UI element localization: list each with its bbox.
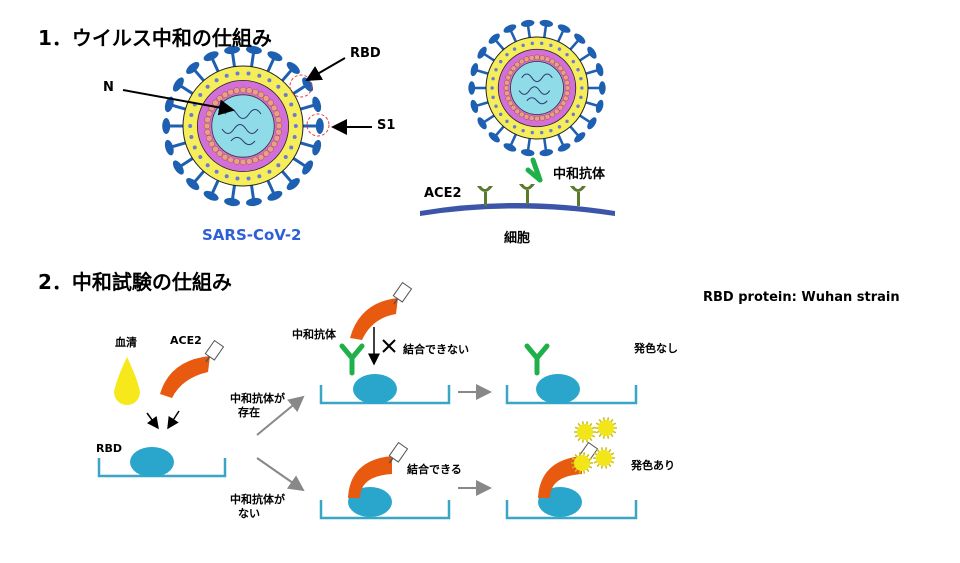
label-serum: 血清 [115, 336, 137, 349]
label-ace2-reagent: ACE2 [170, 334, 202, 347]
ace2-reagent [350, 281, 413, 340]
neutralizing-antibody [339, 343, 365, 376]
well-no-color [505, 385, 638, 405]
serum-arrow [146, 412, 159, 430]
color-signal-burst [571, 417, 617, 474]
label-neutralizing-antibody: 中和抗体 [553, 167, 606, 182]
branch-arrow-present [256, 395, 305, 436]
ace2-receptor [519, 184, 535, 204]
label-can-bind: 結合できる [407, 463, 462, 476]
label-antibody-well: 中和抗体 [292, 328, 336, 341]
antibody-absent-line2: ない [238, 507, 260, 520]
ace2-receptor [570, 186, 586, 206]
well-color [505, 500, 638, 520]
virus-particle-small [468, 19, 606, 157]
rbd-protein [353, 374, 397, 404]
ace2-reagent [160, 339, 225, 398]
rbd-highlight [289, 74, 313, 98]
label-s1: S1 [377, 118, 396, 133]
virus-name: SARS-CoV-2 [202, 226, 302, 244]
label-n: N [103, 80, 114, 95]
neutralizing-antibody [525, 157, 543, 183]
label-no-color: 発色なし [634, 342, 678, 355]
well-antibody-absent [319, 500, 451, 520]
rbd-protein [536, 374, 580, 404]
neutralizing-antibody [524, 343, 550, 376]
label-rbd-well: RBD [96, 442, 122, 455]
rbd-protein [130, 447, 174, 477]
rbd-pointer-arrow [305, 57, 346, 82]
antibody-absent-line1: 中和抗体が [230, 493, 285, 506]
label-rbd: RBD [350, 46, 381, 61]
n-pointer-arrow [122, 89, 235, 116]
s1-highlight [306, 113, 330, 137]
ace2-receptor [477, 186, 493, 206]
ace2-arrow [167, 410, 180, 430]
section2-title: 2．中和試験の仕組み [38, 270, 232, 294]
antibody-present-line2: 存在 [238, 406, 260, 419]
label-cell: 細胞 [504, 231, 531, 246]
virus-particle-large [162, 45, 324, 207]
well-initial [97, 458, 227, 478]
branch-arrow-absent [256, 457, 305, 492]
cell-membrane [420, 203, 615, 216]
label-color: 発色あり [631, 459, 675, 472]
label-ace2: ACE2 [424, 186, 462, 201]
section1-title: 1．ウイルス中和の仕組み [38, 26, 272, 50]
antibody-present-line1: 中和抗体が [230, 392, 285, 405]
well-antibody-present [319, 385, 451, 405]
ace2-reagent [348, 441, 409, 498]
strain-note: RBD protein: Wuhan strain [703, 290, 900, 305]
label-cannot-bind: 結合できない [403, 343, 469, 356]
cross-mark [382, 339, 396, 353]
serum-drop [114, 357, 140, 405]
